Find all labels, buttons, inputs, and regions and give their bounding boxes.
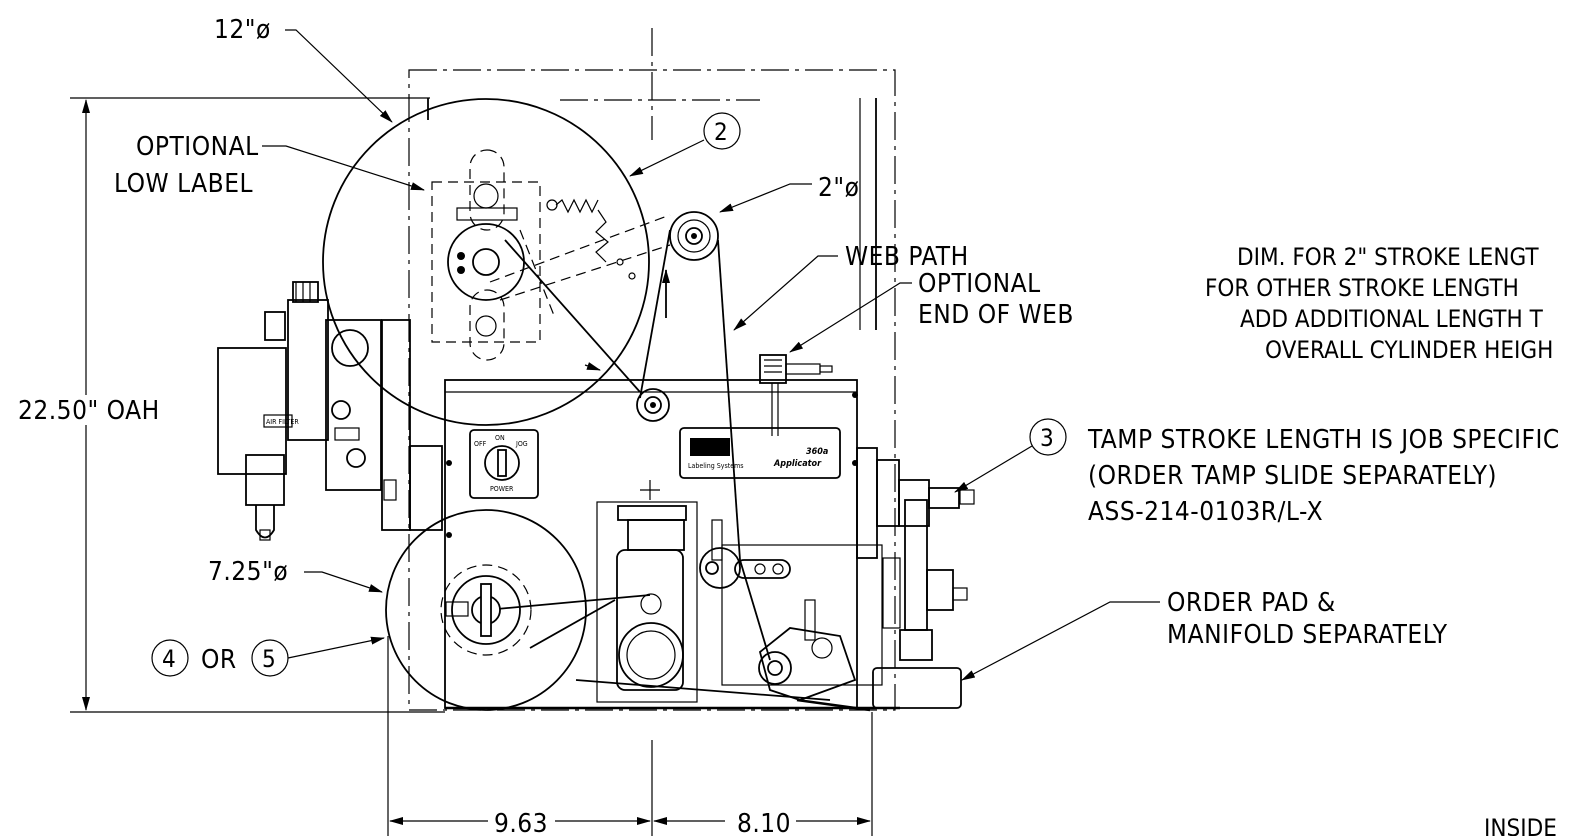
power-switch: ON OFF JOG POWER — [446, 429, 539, 538]
switch-off-label: OFF — [474, 440, 487, 448]
brand-model: 360a — [806, 447, 828, 457]
callout-3-circle — [1029, 418, 1067, 456]
guide-roller — [636, 388, 670, 422]
stroke-note-line3: ADD ADDITIONAL LENGTH T — [1240, 305, 1544, 333]
switch-power-label: POWER — [490, 485, 514, 493]
callout-5: 5 — [262, 645, 276, 673]
dim-right-label: 8.10 — [737, 809, 791, 836]
dimension-oah: 22.50" OAH — [18, 97, 445, 713]
oah-dimension-label: 22.50" OAH — [18, 396, 160, 426]
dim-left-label: 9.63 — [494, 809, 548, 836]
tamp-cylinder — [856, 447, 975, 709]
brand-sub: Labeling Systems — [688, 462, 744, 470]
roll-725in-label: 7.25"ø — [208, 557, 288, 587]
callout-2-circle — [703, 112, 741, 150]
annotations: 12"ø OPTIONAL LOW LABEL 2 2"ø WEB PATH O… — [114, 15, 1560, 836]
order-pad-line2: MANIFOLD SEPARATELY — [1167, 620, 1448, 650]
tamp-note-line2: (ORDER TAMP SLIDE SEPARATELY) — [1088, 461, 1497, 491]
end-of-web-label-line2: END OF WEB — [918, 300, 1074, 330]
tamp-note-line1: TAMP STROKE LENGTH IS JOB SPECIFIC — [1087, 425, 1560, 455]
rewind-roll-725in — [385, 509, 587, 711]
peel-plate-assembly — [616, 480, 857, 701]
switch-jog-label: JOG — [515, 440, 528, 448]
stroke-note-line2: FOR OTHER STROKE LENGTH — [1205, 274, 1519, 302]
end-of-web-label-line1: OPTIONAL — [918, 269, 1041, 299]
roll-12in-label: 12"ø — [214, 15, 271, 45]
callout-3: 3 — [1040, 424, 1054, 452]
brand-word: Applicator — [773, 459, 822, 469]
web-path-label: WEB PATH — [845, 242, 969, 272]
or-text: OR — [201, 645, 237, 675]
optional-low-label-line2: LOW LABEL — [114, 169, 253, 199]
callout-4-circle — [151, 639, 189, 677]
supply-roll-12in — [322, 98, 650, 426]
roll-2in-label: 2"ø — [818, 173, 859, 203]
web-path — [485, 214, 871, 712]
order-pad-line1: ORDER PAD & — [1167, 588, 1336, 618]
envelope-outline — [408, 28, 896, 836]
brand-plate: Labeling Systems 360a Applicator — [679, 427, 841, 479]
inside-label: INSIDE — [1484, 814, 1557, 836]
pneumatic-regulator: AIR FILTER — [217, 281, 443, 541]
callout-2: 2 — [714, 118, 728, 146]
regulator-tag: AIR FILTER — [266, 418, 299, 426]
stroke-note-line1: DIM. FOR 2" STROKE LENGT — [1237, 243, 1539, 271]
optional-low-label-line1: OPTIONAL — [136, 132, 259, 162]
dimension-width: 9.63 8.10 — [387, 636, 873, 836]
stroke-note-line4: OVERALL CYLINDER HEIGH — [1265, 336, 1553, 364]
roller-2in — [669, 211, 719, 261]
callout-4: 4 — [162, 645, 176, 673]
tamp-note-line3: ASS-214-0103R/L-X — [1088, 497, 1323, 527]
switch-on-label: ON — [495, 434, 505, 442]
